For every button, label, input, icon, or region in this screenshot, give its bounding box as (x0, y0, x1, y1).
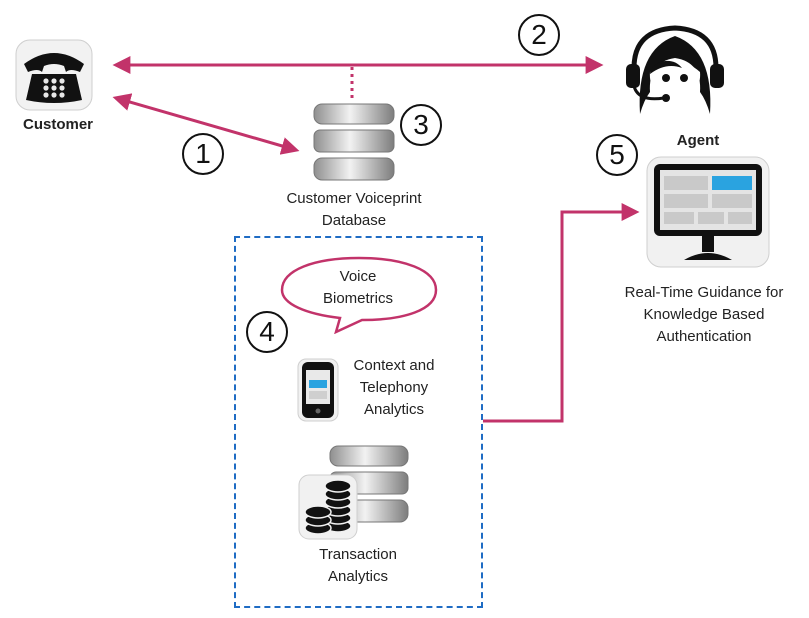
analytics-container (234, 236, 483, 608)
step-3-badge: 3 (400, 104, 442, 146)
agent-headset-icon (620, 22, 730, 123)
voice-biometrics-line2: Biometrics (322, 290, 393, 307)
transaction-analytics-label: Transaction Analytics (294, 544, 422, 588)
guidance-line1: Real-Time Guidance for (624, 284, 784, 301)
voiceprint-db-line2: Database (321, 212, 387, 229)
speech-bubble-icon (276, 254, 442, 339)
guidance-line2: Knowledge Based (643, 306, 765, 323)
step-4-badge: 4 (246, 311, 288, 353)
context-analytics-line3: Analytics (363, 401, 425, 418)
step-1-badge: 1 (182, 133, 224, 175)
database-icon (308, 100, 400, 189)
analytics-agent-link (483, 203, 640, 423)
guidance-label: Real-Time Guidance for Knowledge Based A… (604, 282, 804, 348)
voice-biometrics-line1: Voice (339, 268, 377, 285)
guidance-line3: Authentication (656, 328, 752, 345)
monitor-icon (646, 156, 770, 273)
transaction-analytics-line1: Transaction (319, 546, 397, 563)
transaction-analytics-line2: Analytics (327, 568, 389, 585)
agent-label: Agent (676, 132, 720, 149)
step-2-badge: 2 (518, 14, 560, 56)
step-5-badge: 5 (596, 134, 638, 176)
telephone-icon (14, 38, 94, 117)
context-analytics-line1: Context and (353, 357, 435, 374)
voiceprint-db-label: Customer Voiceprint Database (262, 188, 446, 232)
coins-icon (298, 474, 358, 545)
customer-db-link (112, 93, 300, 155)
customer-label: Customer (22, 116, 93, 133)
voice-biometrics-label: Voice Biometrics (296, 266, 420, 310)
context-analytics-line2: Telephony (359, 379, 429, 396)
mobile-phone-icon (297, 358, 339, 427)
voiceprint-db-line1: Customer Voiceprint (286, 190, 422, 207)
context-analytics-label: Context and Telephony Analytics (338, 355, 450, 421)
